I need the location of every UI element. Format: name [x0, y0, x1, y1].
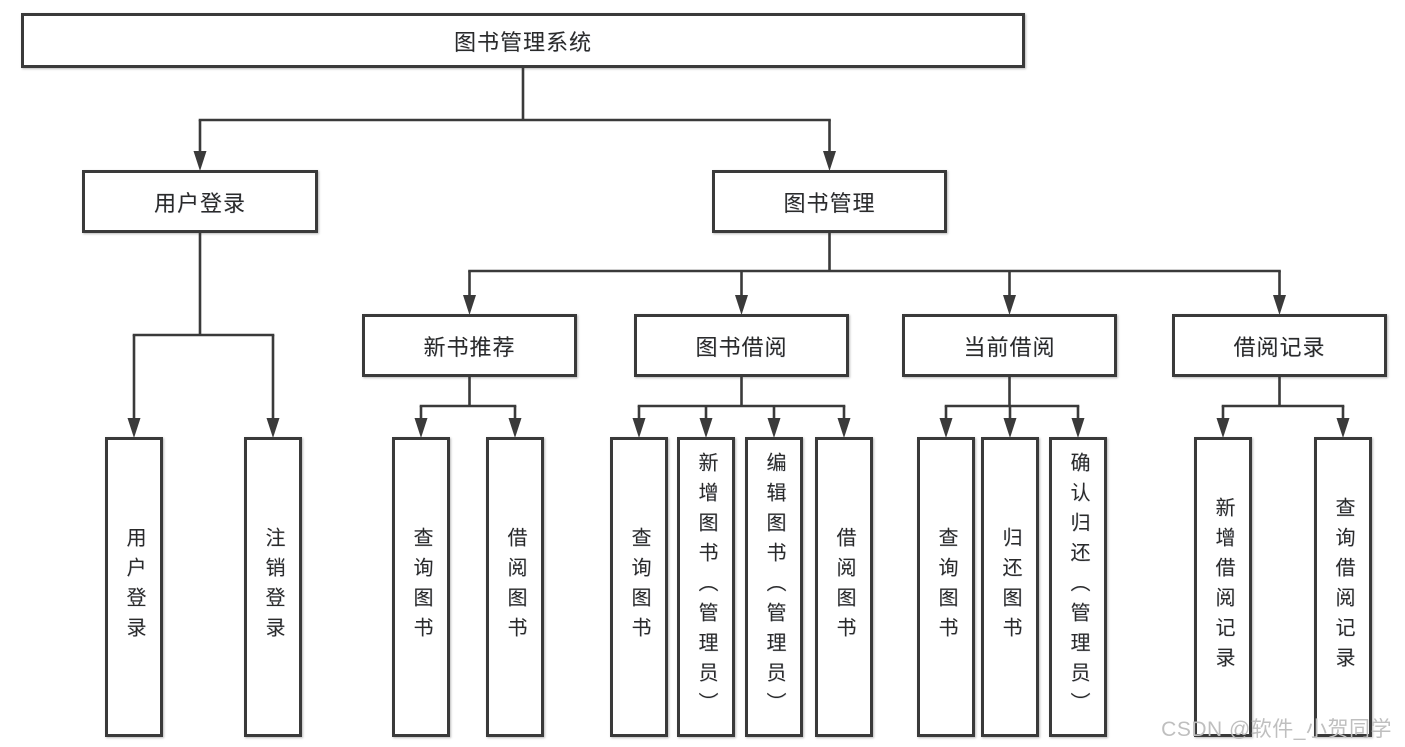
watermark-text: CSDN @软件_小贺同学 — [1161, 718, 1392, 741]
node-leaf-logout: 注销登录 — [244, 437, 302, 737]
node-leaf-borrow1: 借阅图书 — [486, 437, 544, 737]
node-label: 图书管理系统 — [453, 29, 592, 55]
node-label: 当前借阅 — [963, 334, 1056, 360]
node-label: 新增图书（管理员） — [695, 452, 717, 722]
node-leaf-query3: 查询图书 — [917, 437, 975, 737]
arrowhead-icon — [193, 151, 207, 171]
node-label: 新书推荐 — [423, 334, 516, 360]
node-label: 查询借阅记录 — [1332, 497, 1354, 677]
node-label: 查询图书 — [410, 527, 432, 647]
arrowhead-icon — [837, 418, 851, 438]
node-leaf-return: 归还图书 — [981, 437, 1039, 737]
node-label: 查询图书 — [935, 527, 957, 647]
arrowhead-icon — [1003, 295, 1016, 315]
node-leaf-confirm: 确认归还（管理员） — [1049, 437, 1107, 737]
node-leaf-borrow2: 借阅图书 — [815, 437, 873, 737]
arrowhead-icon — [1216, 418, 1230, 438]
arrowhead-icon — [699, 418, 713, 438]
node-leaf-login: 用户登录 — [105, 437, 163, 737]
node-book-borrow: 图书借阅 — [634, 314, 849, 377]
arrowhead-icon — [823, 151, 836, 171]
arrowhead-icon — [127, 418, 141, 438]
node-label: 用户登录 — [123, 527, 145, 647]
node-label: 新增借阅记录 — [1212, 497, 1234, 677]
node-label: 编辑图书（管理员） — [763, 452, 785, 722]
node-new-book-rec: 新书推荐 — [362, 314, 577, 377]
arrowhead-icon — [463, 295, 476, 315]
arrowhead-icon — [1071, 418, 1085, 438]
node-leaf-add-book: 新增图书（管理员） — [677, 437, 735, 737]
arrowhead-icon — [632, 418, 646, 438]
node-label: 借阅记录 — [1233, 334, 1326, 360]
node-label: 借阅图书 — [833, 527, 855, 647]
arrowhead-icon — [939, 418, 953, 438]
node-label: 查询图书 — [628, 527, 650, 647]
node-leaf-query1: 查询图书 — [392, 437, 450, 737]
arrowhead-icon — [1273, 295, 1286, 315]
node-leaf-add-rec: 新增借阅记录 — [1194, 437, 1252, 737]
node-leaf-query2: 查询图书 — [610, 437, 668, 737]
node-label: 确认归还（管理员） — [1067, 452, 1089, 722]
arrowhead-icon — [1336, 418, 1350, 438]
node-leaf-query-rec: 查询借阅记录 — [1314, 437, 1372, 737]
node-root: 图书管理系统 — [21, 13, 1025, 68]
node-leaf-edit-book: 编辑图书（管理员） — [745, 437, 803, 737]
node-label: 图书管理 — [783, 190, 876, 216]
arrowhead-icon — [508, 418, 522, 438]
node-book-mgmt: 图书管理 — [712, 170, 947, 233]
node-label: 借阅图书 — [504, 527, 526, 647]
arrowhead-icon — [735, 295, 748, 315]
node-label: 归还图书 — [999, 527, 1021, 647]
arrowhead-icon — [414, 418, 428, 438]
arrowhead-icon — [266, 418, 280, 438]
node-user-login: 用户登录 — [82, 170, 318, 233]
node-label: 用户登录 — [153, 190, 246, 216]
node-label: 图书借阅 — [695, 334, 788, 360]
node-current-borrow: 当前借阅 — [902, 314, 1117, 377]
node-label: 注销登录 — [262, 527, 284, 647]
node-borrow-record: 借阅记录 — [1172, 314, 1387, 377]
arrowhead-icon — [767, 418, 781, 438]
arrowhead-icon — [1003, 418, 1017, 438]
